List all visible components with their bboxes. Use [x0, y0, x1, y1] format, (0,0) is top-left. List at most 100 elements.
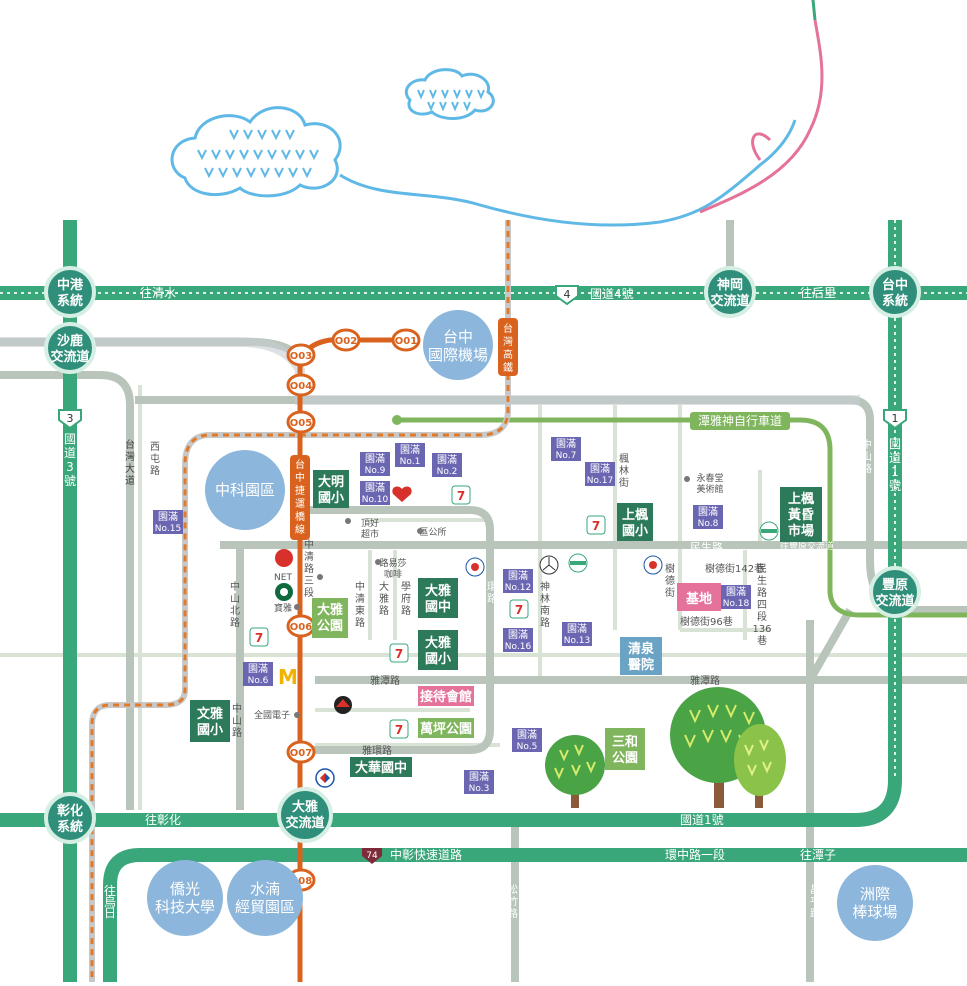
svg-text:台: 台 [125, 438, 135, 451]
svg-text:大: 大 [125, 462, 135, 475]
svg-text:中: 中 [304, 538, 314, 551]
airport[interactable]: 台中 國際機場 [423, 310, 493, 380]
interchange-shalu[interactable]: 沙鹿 交流道 [44, 322, 96, 374]
interchange-daya[interactable]: 大雅 交流道 [277, 787, 333, 843]
svg-text:No.2: No.2 [437, 467, 458, 477]
svg-text:黃昏: 黃昏 [787, 507, 814, 523]
interchange-taichung[interactable]: 台中 系統 [869, 266, 921, 318]
svg-text:松: 松 [508, 883, 518, 896]
highway-74-shield-icon: 74 [362, 848, 382, 864]
svg-text:樹: 樹 [665, 562, 675, 575]
shuinan-park[interactable]: 水湳 經貿園區 [227, 860, 303, 936]
svg-text:O01: O01 [395, 336, 417, 347]
svg-text:東: 東 [355, 604, 365, 617]
svg-text:灣: 灣 [503, 336, 513, 348]
svg-text:國小: 國小 [425, 652, 451, 667]
rezuan-university[interactable]: 僑光 科技大學 [147, 860, 223, 936]
svg-text:道: 道 [125, 474, 135, 487]
hilife-heart-icon [392, 486, 412, 502]
svg-text:鐵: 鐵 [503, 361, 513, 374]
metro-station-o03[interactable]: O03 [286, 343, 316, 367]
svg-text:園滿: 園滿 [365, 481, 385, 494]
svg-text:山: 山 [232, 715, 242, 727]
interchange-shengang[interactable]: 神岡 交流道 [704, 266, 756, 318]
svg-text:中港: 中港 [57, 277, 84, 293]
base-site[interactable]: 基地 [677, 583, 721, 611]
interchange-zhonggang[interactable]: 中港 系統 [44, 266, 96, 318]
interchange-fengyuan[interactable]: 豐原 交流道 [869, 566, 921, 618]
svg-text:頂好: 頂好 [361, 517, 379, 529]
pizzahut-icon [334, 696, 352, 714]
svg-text:No.1: No.1 [400, 457, 421, 467]
svg-text:No.3: No.3 [469, 784, 490, 794]
svg-text:往后里: 往后里 [800, 285, 836, 300]
svg-text:路: 路 [230, 616, 240, 629]
metro-station-o02[interactable]: O02 [331, 328, 361, 352]
metro-station-o01[interactable]: O01 [391, 328, 421, 352]
svg-text:咖啡: 咖啡 [384, 568, 402, 580]
svg-text:No.13: No.13 [564, 636, 590, 646]
svg-text:北: 北 [230, 605, 240, 617]
reception-center[interactable]: 接待會館 [418, 686, 474, 706]
svg-text:台: 台 [503, 322, 513, 335]
svg-text:水湳: 水湳 [250, 880, 280, 898]
svg-text:路: 路 [355, 616, 365, 629]
wanping-park[interactable]: 萬坪公園 [418, 718, 474, 738]
metro-station-o04[interactable]: O04 [286, 373, 316, 397]
svg-text:No.15: No.15 [155, 524, 181, 534]
svg-text:昌: 昌 [810, 884, 820, 896]
svg-text:園滿: 園滿 [469, 770, 489, 783]
dahua-junior-high[interactable]: 大華國中 [350, 757, 412, 777]
svg-text:往清水: 往清水 [140, 285, 176, 300]
svg-text:No.10: No.10 [362, 495, 389, 505]
svg-text:中: 中 [232, 702, 242, 715]
tree-illustrations [545, 687, 786, 808]
svg-text:大雅: 大雅 [425, 635, 451, 651]
svg-text:樹德街142巷: 樹德街142巷 [705, 562, 764, 575]
intercontinental-stadium[interactable]: 洲際 棒球場 [837, 865, 913, 941]
svg-text:樹德街96巷: 樹德街96巷 [680, 615, 733, 628]
svg-text:林: 林 [540, 592, 550, 605]
metro-station-o06[interactable]: O06 [286, 614, 316, 638]
svg-text:No.17: No.17 [587, 476, 613, 486]
svg-text:7: 7 [255, 631, 263, 645]
interchange-changhua[interactable]: 彰化 系統 [44, 792, 96, 844]
science-park[interactable]: 中科園區 [205, 450, 285, 530]
cpc-gas-icon [643, 555, 663, 575]
svg-text:雅環路: 雅環路 [362, 744, 392, 757]
svg-text:經貿園區: 經貿園區 [235, 898, 295, 916]
svg-text:巷: 巷 [757, 635, 767, 647]
metro-station-o05[interactable]: O05 [286, 410, 316, 434]
svg-text:山: 山 [862, 451, 872, 463]
svg-text:南: 南 [540, 604, 550, 617]
svg-text:路: 路 [304, 562, 314, 575]
metro-station-o07[interactable]: O07 [286, 740, 316, 764]
svg-text:7: 7 [395, 647, 403, 661]
